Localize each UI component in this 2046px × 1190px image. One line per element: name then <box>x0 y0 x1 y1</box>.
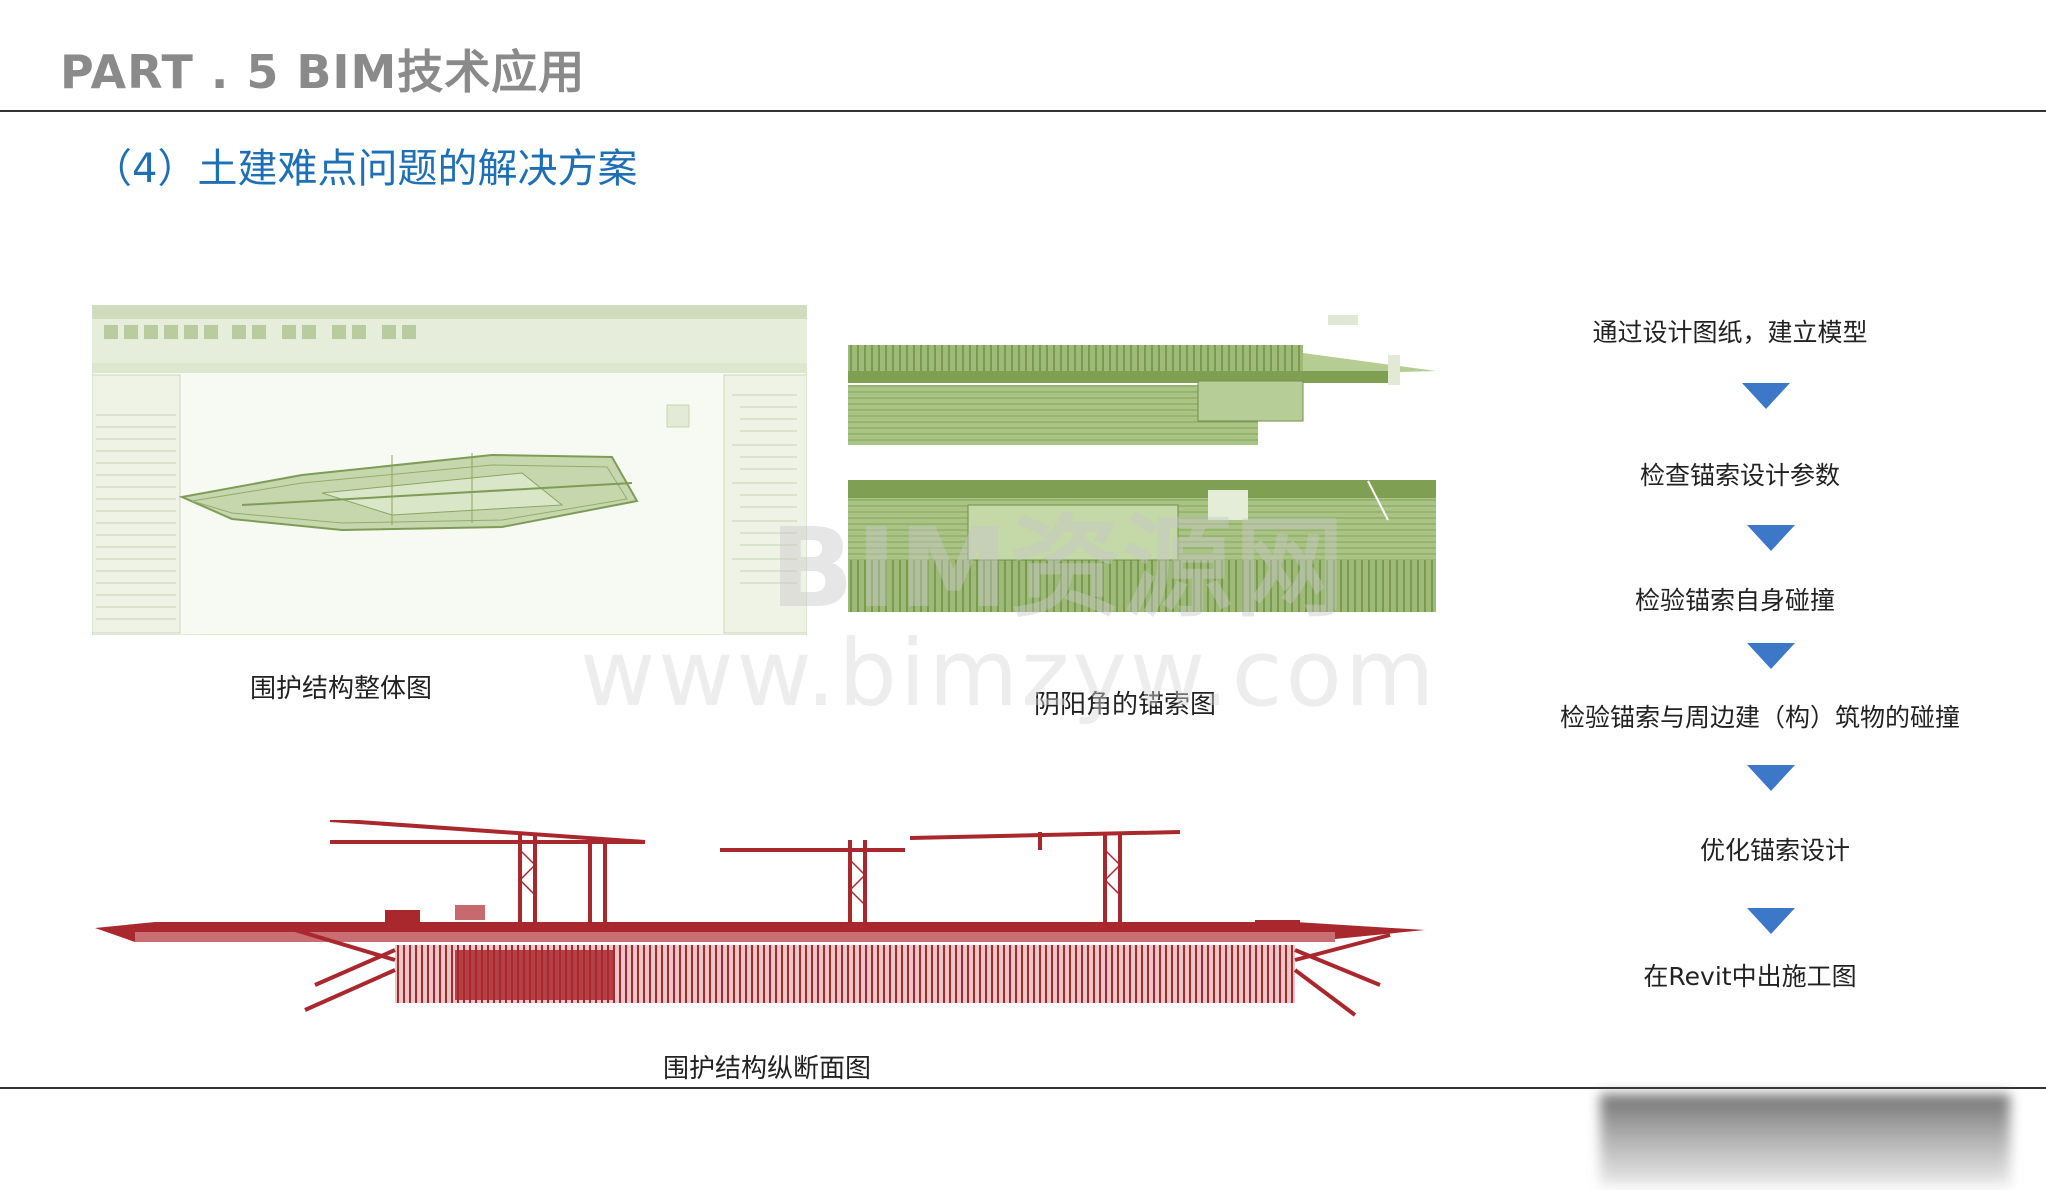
corner-anchor-caption: 阴阳角的锚索图 <box>1034 690 1217 720</box>
flow-step-6: 在Revit中出施工图 <box>1643 962 1857 991</box>
anchor-cable-illustration <box>848 305 1436 615</box>
overall-model-screenshot <box>91 304 808 636</box>
longitudinal-section-caption: 围护结构纵断面图 <box>663 1054 872 1084</box>
footer-shadow-block <box>1600 1094 2010 1186</box>
watermark-url-text: www.bimzyw.com <box>580 620 1438 727</box>
flow-arrow-2 <box>1747 525 1795 551</box>
corner-anchor-view <box>848 305 1436 615</box>
longitudinal-section-view <box>95 818 1425 1020</box>
flow-arrow-5 <box>1747 908 1795 934</box>
flow-arrow-4 <box>1747 765 1795 791</box>
header-divider <box>0 110 2046 112</box>
flow-step-5: 优化锚索设计 <box>1699 836 1851 865</box>
flow-step-2: 检查锚索设计参数 <box>1639 461 1841 490</box>
revit-window-illustration <box>91 304 808 636</box>
section-structure-illustration <box>95 818 1425 1020</box>
section-title: （4）土建难点问题的解决方案 <box>92 146 638 192</box>
watermark-logo-text: BIM资源网 <box>770 504 1347 632</box>
flow-arrow-1 <box>1742 383 1790 409</box>
flow-arrow-3 <box>1747 643 1795 669</box>
footer-divider <box>0 1087 2046 1089</box>
overall-model-caption: 围护结构整体图 <box>250 674 433 704</box>
flow-step-1: 通过设计图纸，建立模型 <box>1592 318 1868 347</box>
flow-step-4: 检验锚索与周边建（构）筑物的碰撞 <box>1559 703 1961 732</box>
slide-header-title: PART . 5 BIM技术应用 <box>60 45 586 99</box>
flow-step-3: 检验锚索自身碰撞 <box>1634 586 1836 615</box>
